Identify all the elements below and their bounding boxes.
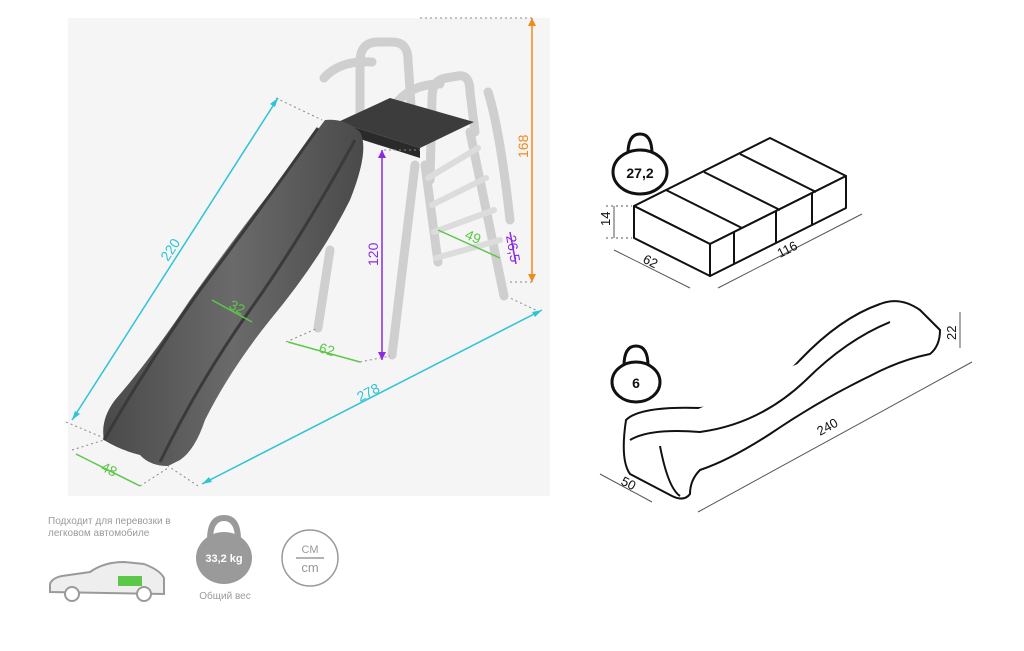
dim-label-49: 49 xyxy=(463,226,484,247)
dim-label-120: 120 xyxy=(365,242,381,266)
dim-label-220: 220 xyxy=(157,235,183,263)
weight-icon-package-1: 27,2 xyxy=(611,132,669,196)
slide-part-dims xyxy=(599,312,973,513)
dim-total-height: 168 xyxy=(515,18,536,282)
dim-side-depth: 62 xyxy=(287,340,361,363)
dim-step-width: 49 xyxy=(437,226,501,259)
units-icon: CM cm xyxy=(281,529,339,587)
package-1-weight: 27,2 xyxy=(626,165,653,181)
package-2-width: 50 xyxy=(619,473,639,493)
package-1-height: 14 xyxy=(598,212,613,226)
total-weight-icon: 33,2 kg xyxy=(196,514,252,584)
dim-label-278: 278 xyxy=(354,380,382,405)
units-top: CM xyxy=(301,544,318,556)
box-drawing xyxy=(633,137,847,277)
weight-icon-package-2: 6 xyxy=(610,344,662,404)
dim-slide-width: 32 xyxy=(211,296,253,323)
dim-step-spacing: 26,5 xyxy=(503,231,524,265)
dim-label-48: 48 xyxy=(99,458,120,479)
box-dims xyxy=(606,205,863,289)
slide-chute xyxy=(103,119,364,466)
dim-label-32: 32 xyxy=(227,296,248,317)
dim-label-168: 168 xyxy=(515,134,531,158)
package-1: 27,2 14 62 116 xyxy=(598,132,863,289)
total-weight-label: Общий вес xyxy=(199,591,251,602)
total-weight-value: 33,2 kg xyxy=(205,553,242,565)
car-transport-note: Подходит для перевозки в легковом автомо… xyxy=(48,516,171,539)
car-icon xyxy=(49,560,165,602)
dim-platform-height: 120 xyxy=(365,150,386,360)
slide-rail-left xyxy=(102,127,320,441)
units-bottom: cm xyxy=(301,560,318,575)
slide-part-drawing xyxy=(622,300,941,500)
extension-lines xyxy=(65,17,541,487)
platform xyxy=(338,98,474,148)
package-2-length: 240 xyxy=(814,415,840,439)
dim-label-62-main: 62 xyxy=(317,340,337,360)
package-1-width: 62 xyxy=(641,251,661,271)
slide-rail-right xyxy=(158,139,357,463)
package-2-weight: 6 xyxy=(632,375,640,391)
dim-label-26-5: 26,5 xyxy=(503,234,524,264)
dim-base-width: 48 xyxy=(75,453,141,487)
package-2-height: 22 xyxy=(944,326,959,340)
package-2: 6 22 50 240 xyxy=(599,300,973,513)
ladder-steps xyxy=(425,145,503,261)
slide-drawing xyxy=(102,37,515,466)
